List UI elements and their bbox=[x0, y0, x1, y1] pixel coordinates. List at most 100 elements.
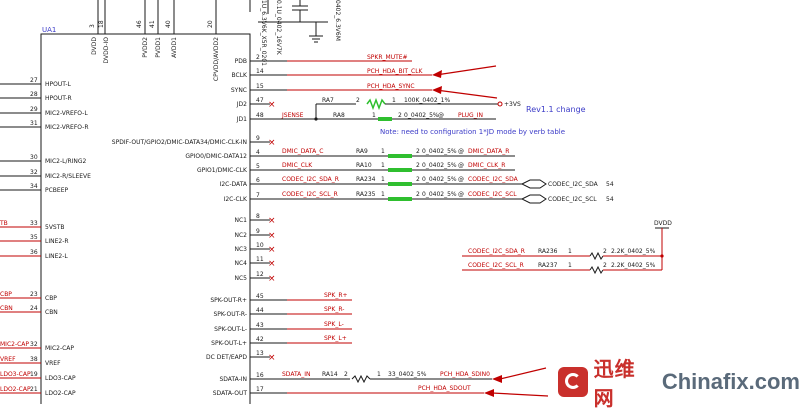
ic-designator: UA1 bbox=[42, 26, 56, 34]
ra7-body bbox=[366, 97, 386, 111]
dmic-i2c: DMIC_DATA_C RA9 1 2 0_0402_5% @ DMIC_DAT… bbox=[282, 148, 614, 204]
net-i2c-sda-offpage: CODEC_I2C_SDA bbox=[548, 181, 599, 188]
watermark-logo-icon bbox=[558, 367, 588, 397]
left-pin-num: 31 bbox=[30, 120, 38, 127]
left-pin-num: 30 bbox=[30, 154, 38, 161]
ra10-at: @ bbox=[458, 162, 464, 169]
sdata: SDATA_IN RA14 2 1 33_0402_5% PCH_HDA_SDI… bbox=[282, 367, 549, 397]
speaker-nets: SPK_R+ SPK_R- SPK_L- SPK_L+ bbox=[287, 292, 352, 344]
watermark-en: Chinafix.com bbox=[661, 369, 800, 394]
net-i2c-sda-r: CODEC_I2C_SDA_R bbox=[282, 176, 339, 183]
ra236-ref: RA236 bbox=[538, 248, 558, 255]
top-pin-name: PVDD1 bbox=[155, 37, 162, 58]
top-pin-name: DVDD bbox=[91, 37, 98, 55]
right-pin-num: 10 bbox=[256, 242, 264, 249]
right-pin-name: NC5 bbox=[235, 275, 248, 282]
ra9-value: 0_0402_5% bbox=[422, 148, 457, 155]
right-pin-num: 17 bbox=[256, 386, 264, 393]
net-hda-sync: PCH_HDA_SYNC bbox=[367, 83, 415, 90]
left-pin-num: 33 bbox=[30, 220, 38, 227]
ra237-ref: RA237 bbox=[538, 262, 558, 269]
ra235-value: 0_0402_5% bbox=[422, 191, 457, 198]
ra235-pin2: 2 bbox=[416, 191, 420, 198]
ra10-ref: RA10 bbox=[356, 162, 372, 169]
net-jsense: JSENSE bbox=[281, 112, 304, 119]
left-pin-net: TB bbox=[0, 220, 8, 227]
ra8-at: @ bbox=[438, 112, 444, 119]
left-pin-net: CBN bbox=[0, 305, 13, 312]
right-pin-name: NC3 bbox=[235, 246, 248, 253]
jack-detect: RA7 2 1 100K_0402_1% +3VS JSENSE RA8 1 2… bbox=[281, 97, 586, 136]
right-pin-name: JD1 bbox=[236, 116, 247, 123]
ra9-ref: RA9 bbox=[356, 148, 368, 155]
left-pin-name: 5VSTB bbox=[45, 224, 65, 231]
nc-cross-icon: × bbox=[268, 245, 276, 255]
right-pin-name: SPK-OUT-R- bbox=[213, 311, 247, 318]
ra236-value: 2.2K_0402_5% bbox=[611, 248, 656, 255]
left-pin-name: LINE2-L bbox=[45, 253, 68, 260]
top-pin-name: AVDD1 bbox=[171, 37, 178, 58]
ra10-value: 0_0402_5% bbox=[422, 162, 457, 169]
ra234-pin2: 2 bbox=[416, 176, 420, 183]
cap2-value: 1U_6.3V6K_X5R_0201 bbox=[260, 0, 267, 66]
ra234-at: @ bbox=[458, 176, 464, 183]
net-dmic-data-r: DMIC_DATA_R bbox=[468, 148, 509, 155]
right-pin-name: SPK-OUT-L+ bbox=[211, 340, 247, 347]
ra14-body bbox=[351, 374, 371, 384]
right-pin-num: 43 bbox=[256, 322, 264, 329]
left-pin-net: LDO3-CAP bbox=[0, 371, 31, 378]
ra235-ref: RA235 bbox=[356, 191, 376, 198]
top-pin-name: DVDD-IO bbox=[103, 37, 110, 64]
right-pin-num: 6 bbox=[256, 177, 260, 184]
net-i2c-scl-label: CODEC_I2C_SCL bbox=[468, 191, 517, 198]
ra236-pin2: 2 bbox=[603, 248, 607, 255]
left-pin-net: LDO2-CAP bbox=[0, 386, 31, 393]
left-pin-name: MIC2-CAP bbox=[45, 345, 74, 352]
left-pin-net: MIC2-CAP bbox=[0, 341, 29, 348]
watermark-cn: 迅维网 bbox=[593, 357, 636, 410]
top-pin-num: 18 bbox=[98, 20, 105, 28]
left-pin-name: MIC2-L/RING2 bbox=[45, 158, 87, 165]
ra9-pin1: 1 bbox=[381, 148, 385, 155]
ra8-pin1: 1 bbox=[372, 112, 376, 119]
right-pin-num: 14 bbox=[256, 68, 264, 75]
ra237-body bbox=[589, 265, 604, 275]
right-pin-name: BCLK bbox=[232, 72, 249, 79]
ra10-pin2: 2 bbox=[416, 162, 420, 169]
right-pin-num: 47 bbox=[256, 97, 264, 104]
net-hda-sdout: PCH_HDA_SDOUT bbox=[418, 385, 471, 392]
left-pin-num: 28 bbox=[30, 91, 38, 98]
net-plug-in: PLUG_IN bbox=[458, 112, 483, 119]
net-i2c-sda-r-pullup: CODEC_I2C_SDA_R bbox=[468, 248, 525, 255]
right-pin-num: 4 bbox=[256, 149, 260, 156]
left-pin-num: 19 bbox=[30, 371, 38, 378]
left-pin-num: 32 bbox=[30, 169, 38, 176]
left-pin-net: CBP bbox=[0, 291, 12, 298]
net-dvdd: DVDD bbox=[654, 220, 672, 227]
cap1-value: 0.1U_0402_16V7K bbox=[275, 0, 282, 56]
right-pin-num: 42 bbox=[256, 336, 264, 343]
nc-cross-icon: × bbox=[268, 274, 276, 284]
net-spk-l-minus: SPK_L- bbox=[324, 321, 344, 328]
right-pin-num: 8 bbox=[256, 213, 260, 220]
left-pin-num: 32 bbox=[30, 341, 38, 348]
left-pin-name: MIC2-VREFO-R bbox=[45, 124, 89, 131]
right-pins: 2 PDB 14 BCLK 15 SYNC 47 JD2 × 48 JD1 9 … bbox=[112, 54, 287, 397]
left-pin-num: 38 bbox=[30, 356, 38, 363]
nc-cross-icon: × bbox=[268, 353, 276, 363]
right-pin-num: 2 bbox=[256, 54, 260, 61]
right-pin-num: 13 bbox=[256, 350, 264, 357]
right-pin-name: SYNC bbox=[231, 87, 247, 94]
left-pin-num: 34 bbox=[30, 183, 38, 190]
right-pin-num: 45 bbox=[256, 293, 264, 300]
net-i2c-sda-label: CODEC_I2C_SDA bbox=[468, 176, 519, 183]
jd-note: Note: need to configuration 1*JD mode by… bbox=[380, 128, 565, 136]
right-pin-name: I2C-CLK bbox=[224, 196, 248, 203]
left-pins: 27 HPOUT-L 28 HPOUT-R 29 MIC2-VREFO-L 31… bbox=[0, 77, 91, 397]
net-spk-r-plus: SPK_R+ bbox=[324, 292, 348, 299]
top-pin-num: 41 bbox=[149, 20, 156, 28]
arrow-icon bbox=[492, 375, 502, 383]
ra14-ref: RA14 bbox=[322, 371, 338, 378]
left-pin-name: MIC2-VREFO-L bbox=[45, 110, 88, 117]
arrow-icon bbox=[432, 86, 442, 94]
